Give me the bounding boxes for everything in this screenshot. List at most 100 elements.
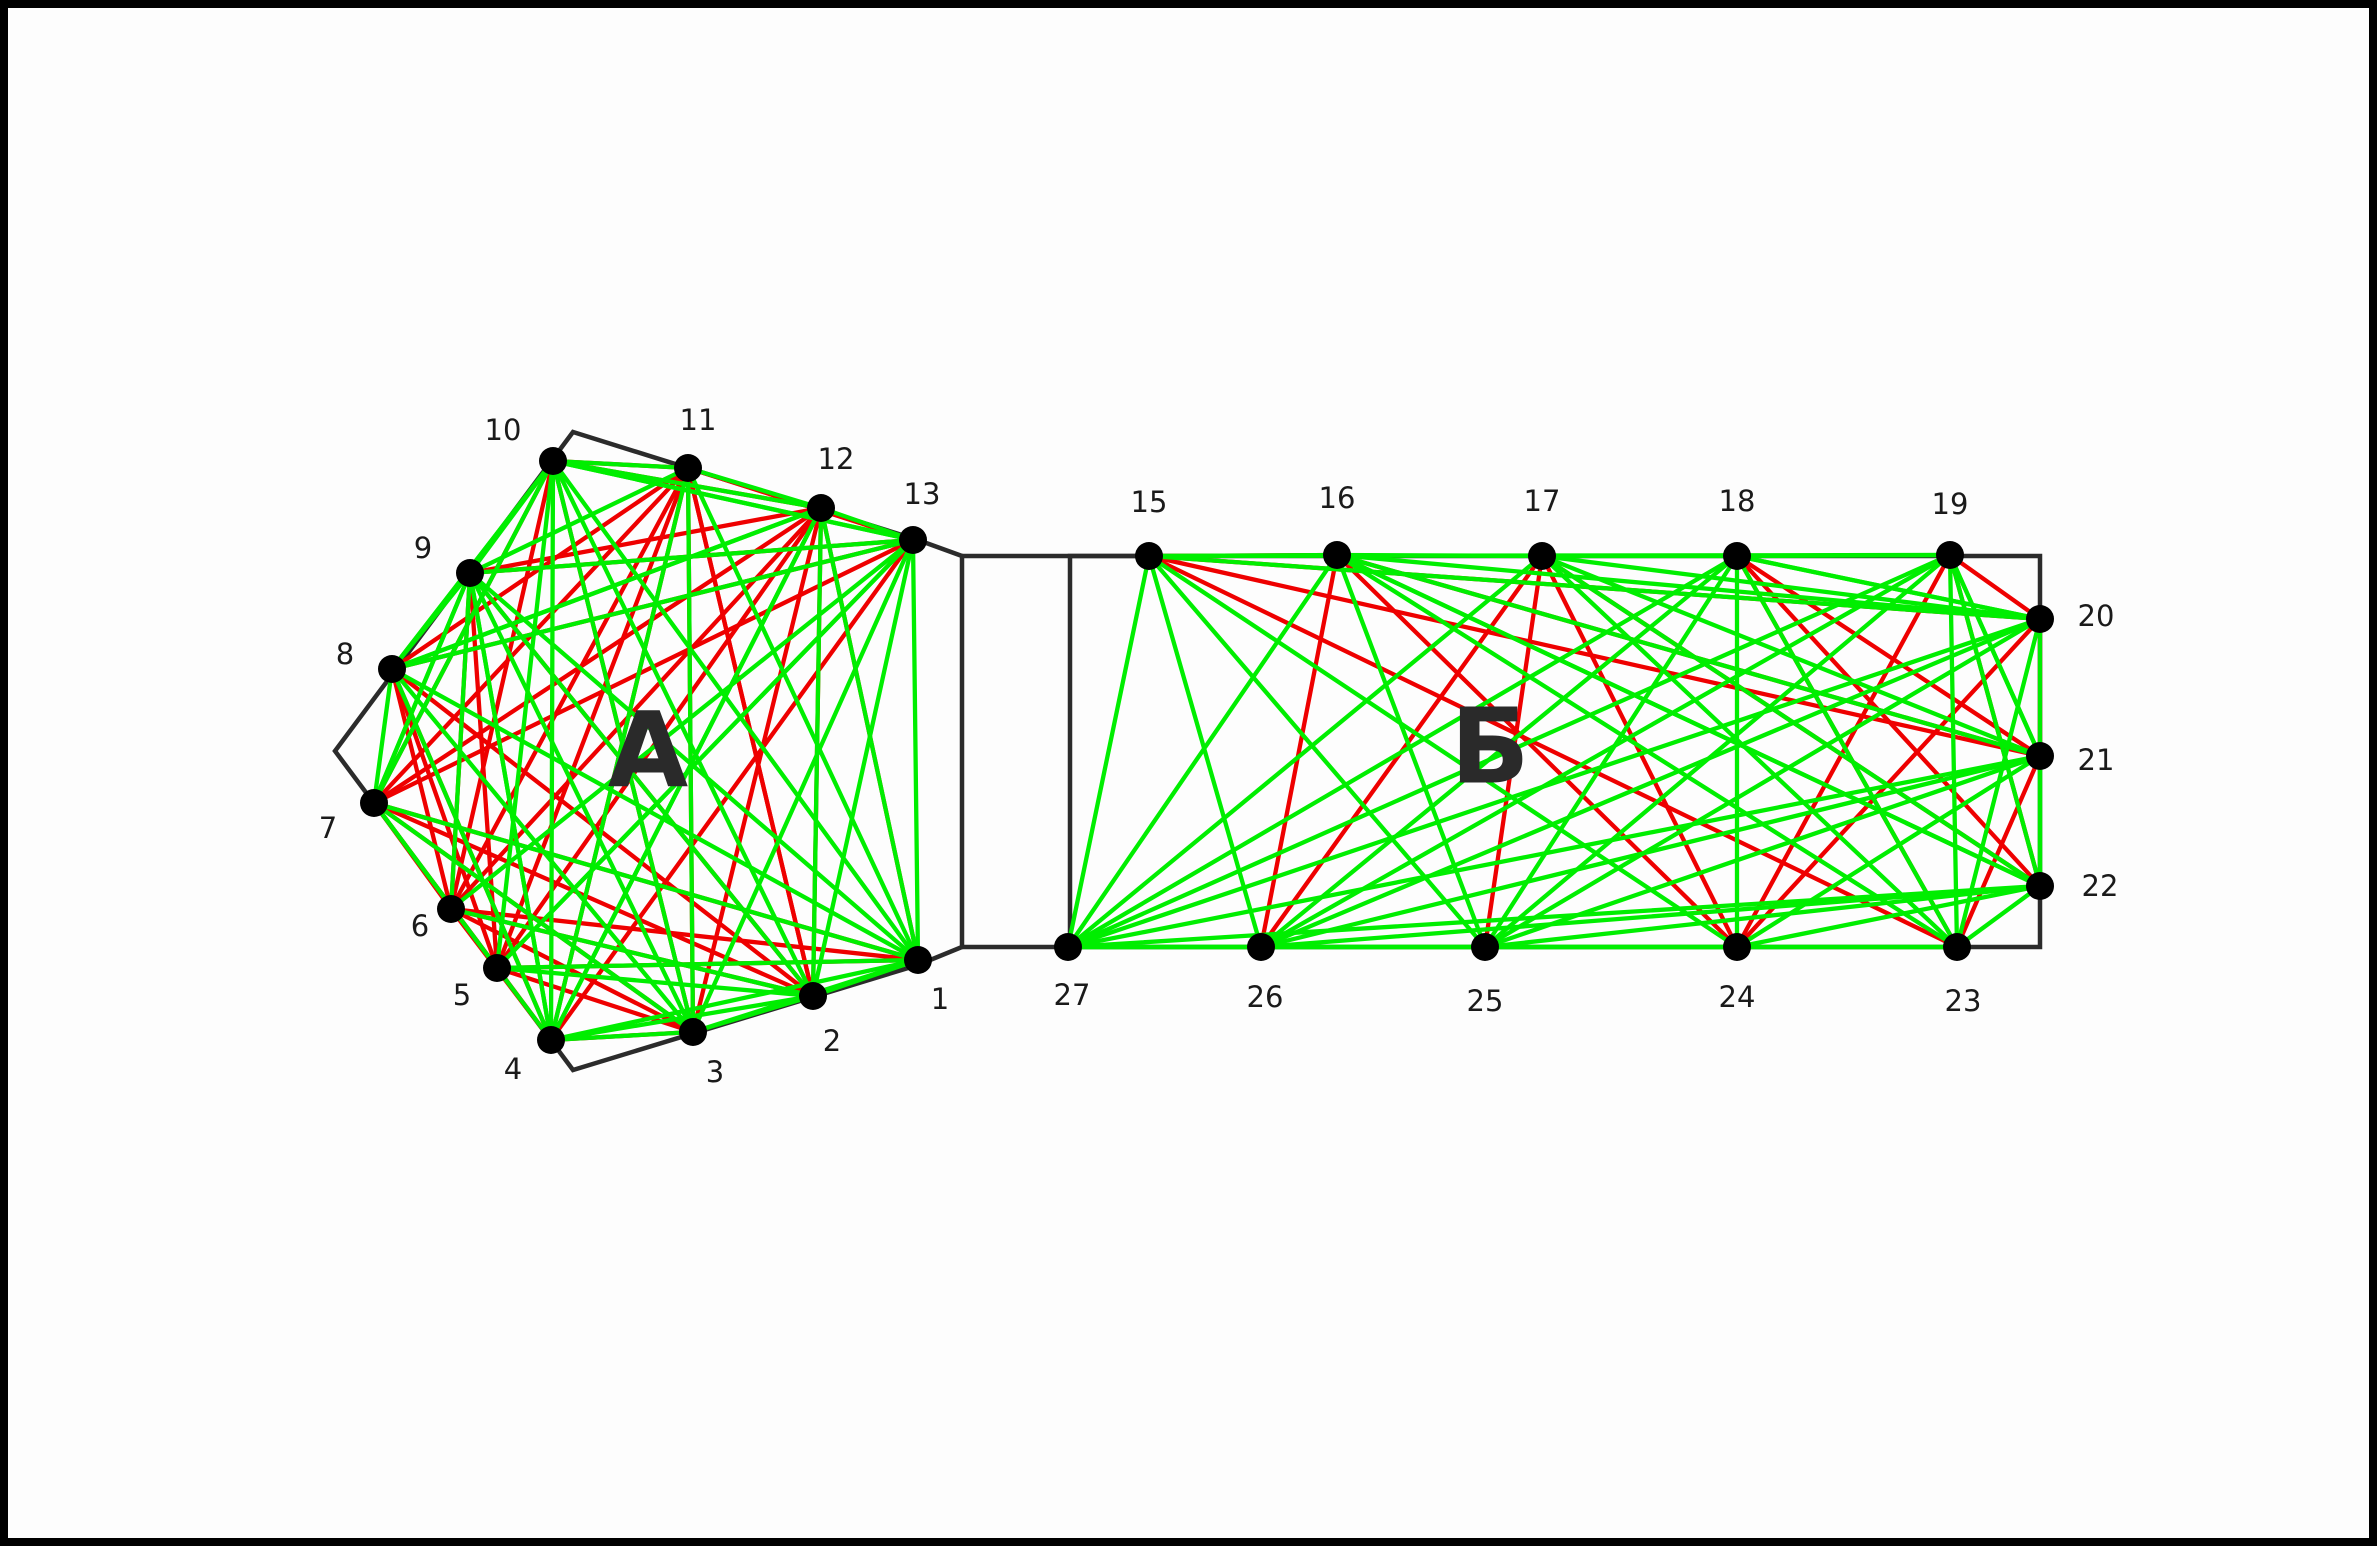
green-edge-5-2 [494, 965, 816, 999]
green-edge-20-25 [1482, 616, 2043, 950]
node-16-dot [1323, 541, 1351, 569]
node-23-dot [1943, 933, 1971, 961]
green-edge-13-8 [389, 537, 916, 672]
node-25-dot [1471, 933, 1499, 961]
red-edge-7-12 [371, 505, 824, 806]
node-9-label: 9 [414, 531, 432, 565]
node-18-dot [1723, 542, 1751, 570]
green-edge-18-23 [1734, 553, 1960, 950]
node-24-dot [1723, 933, 1751, 961]
red-edge-19-24 [1734, 552, 1953, 950]
room-b-label: Б [1450, 685, 1529, 807]
green-edge-8-1 [389, 666, 921, 963]
red-edge-24-20 [1734, 616, 2043, 950]
green-edge-4-2 [548, 993, 816, 1043]
green-edge-8-4 [389, 666, 554, 1043]
node-21-label: 21 [2078, 743, 2115, 777]
green-edge-18-27 [1065, 553, 1740, 950]
green-edge-11-10 [550, 458, 691, 471]
green-edge-11-1 [685, 465, 921, 963]
green-edge-6-2 [448, 906, 816, 999]
green-edge-4-9 [467, 570, 554, 1043]
node-17-dot [1528, 542, 1556, 570]
node-4-dot [537, 1026, 565, 1054]
green-edge-13-3 [690, 537, 916, 1035]
red-edge-8-6 [389, 666, 454, 912]
green-edge-10-4 [548, 458, 556, 1043]
green-edge-10-1 [550, 458, 921, 963]
green-edge-8-12 [389, 505, 824, 672]
green-edge-4-3 [548, 1029, 696, 1043]
node-20-dot [2026, 605, 2054, 633]
node-15-label: 15 [1131, 485, 1168, 519]
node-5-label: 5 [453, 978, 471, 1012]
green-edge-5-4 [494, 965, 554, 1043]
node-1-label: 1 [931, 982, 949, 1016]
node-6-dot [437, 895, 465, 923]
green-edge-16-27 [1065, 552, 1340, 950]
node-19-dot [1936, 541, 1964, 569]
red-edge-23-21 [1954, 753, 2043, 950]
green-edge-16-21 [1334, 552, 2043, 759]
node-3-dot [679, 1018, 707, 1046]
green-edge-12-10 [550, 458, 824, 511]
green-edge-13-9 [467, 537, 916, 576]
green-edge-4-12 [548, 505, 824, 1043]
node-1-dot [904, 946, 932, 974]
green-edge-17-22 [1539, 553, 2043, 889]
green-edge-15-24 [1146, 553, 1740, 950]
green-edge-16-25 [1334, 552, 1488, 950]
green-edge-21-26 [1258, 753, 2043, 950]
node-15-dot [1135, 542, 1163, 570]
node-19-label: 19 [1932, 487, 1969, 521]
red-edge-17-25 [1482, 553, 1545, 950]
node-3-label: 3 [706, 1055, 724, 1089]
green-edge-7-10 [371, 458, 556, 806]
node-4-label: 4 [504, 1052, 522, 1086]
green-edge-20-18 [1734, 553, 2043, 622]
node-18-label: 18 [1719, 484, 1756, 518]
node-8-dot [378, 655, 406, 683]
green-edges [371, 458, 2043, 1043]
green-edge-22-16 [1334, 552, 2043, 889]
red-edge-18-22 [1734, 553, 2043, 889]
red-edge-18-21 [1734, 553, 2043, 759]
red-edge-15-23 [1146, 553, 1960, 950]
green-edge-9-2 [467, 570, 816, 999]
green-edge-5-1 [494, 957, 921, 971]
room-a-label: A [608, 689, 689, 811]
node-8-label: 8 [336, 637, 354, 671]
node-2-dot [799, 982, 827, 1010]
red-edge-7-13 [371, 537, 916, 806]
green-edge-13-2 [810, 537, 916, 999]
node-25-label: 25 [1467, 984, 1504, 1018]
node-13-label: 13 [904, 477, 941, 511]
node-5-dot [483, 954, 511, 982]
node-13-dot [899, 526, 927, 554]
green-edge-22-24 [1734, 883, 2043, 950]
node-26-label: 26 [1247, 980, 1284, 1014]
green-edge-10-2 [550, 458, 816, 999]
green-edge-19-23 [1947, 552, 1960, 950]
node-20-label: 20 [2078, 599, 2115, 633]
red-edge-6-10 [448, 458, 556, 912]
green-edge-4-1 [548, 957, 921, 1043]
green-edge-5-13 [494, 537, 916, 971]
node-7-label: 7 [319, 811, 337, 845]
green-edge-11-9 [467, 465, 691, 576]
green-edge-22-25 [1482, 883, 2043, 950]
node-27-label: 27 [1054, 978, 1091, 1012]
green-edge-16-20 [1334, 552, 2043, 622]
red-edge-3-12 [690, 505, 824, 1035]
green-edge-15-27 [1065, 553, 1152, 950]
node-11-label: 11 [680, 403, 717, 437]
green-edge-15-25 [1146, 553, 1488, 950]
green-edge-22-19 [1947, 552, 2043, 889]
node-6-label: 6 [411, 909, 429, 943]
node-2-label: 2 [823, 1024, 841, 1058]
green-edge-18-26 [1258, 553, 1740, 950]
node-12-dot [807, 494, 835, 522]
node-26-dot [1247, 933, 1275, 961]
